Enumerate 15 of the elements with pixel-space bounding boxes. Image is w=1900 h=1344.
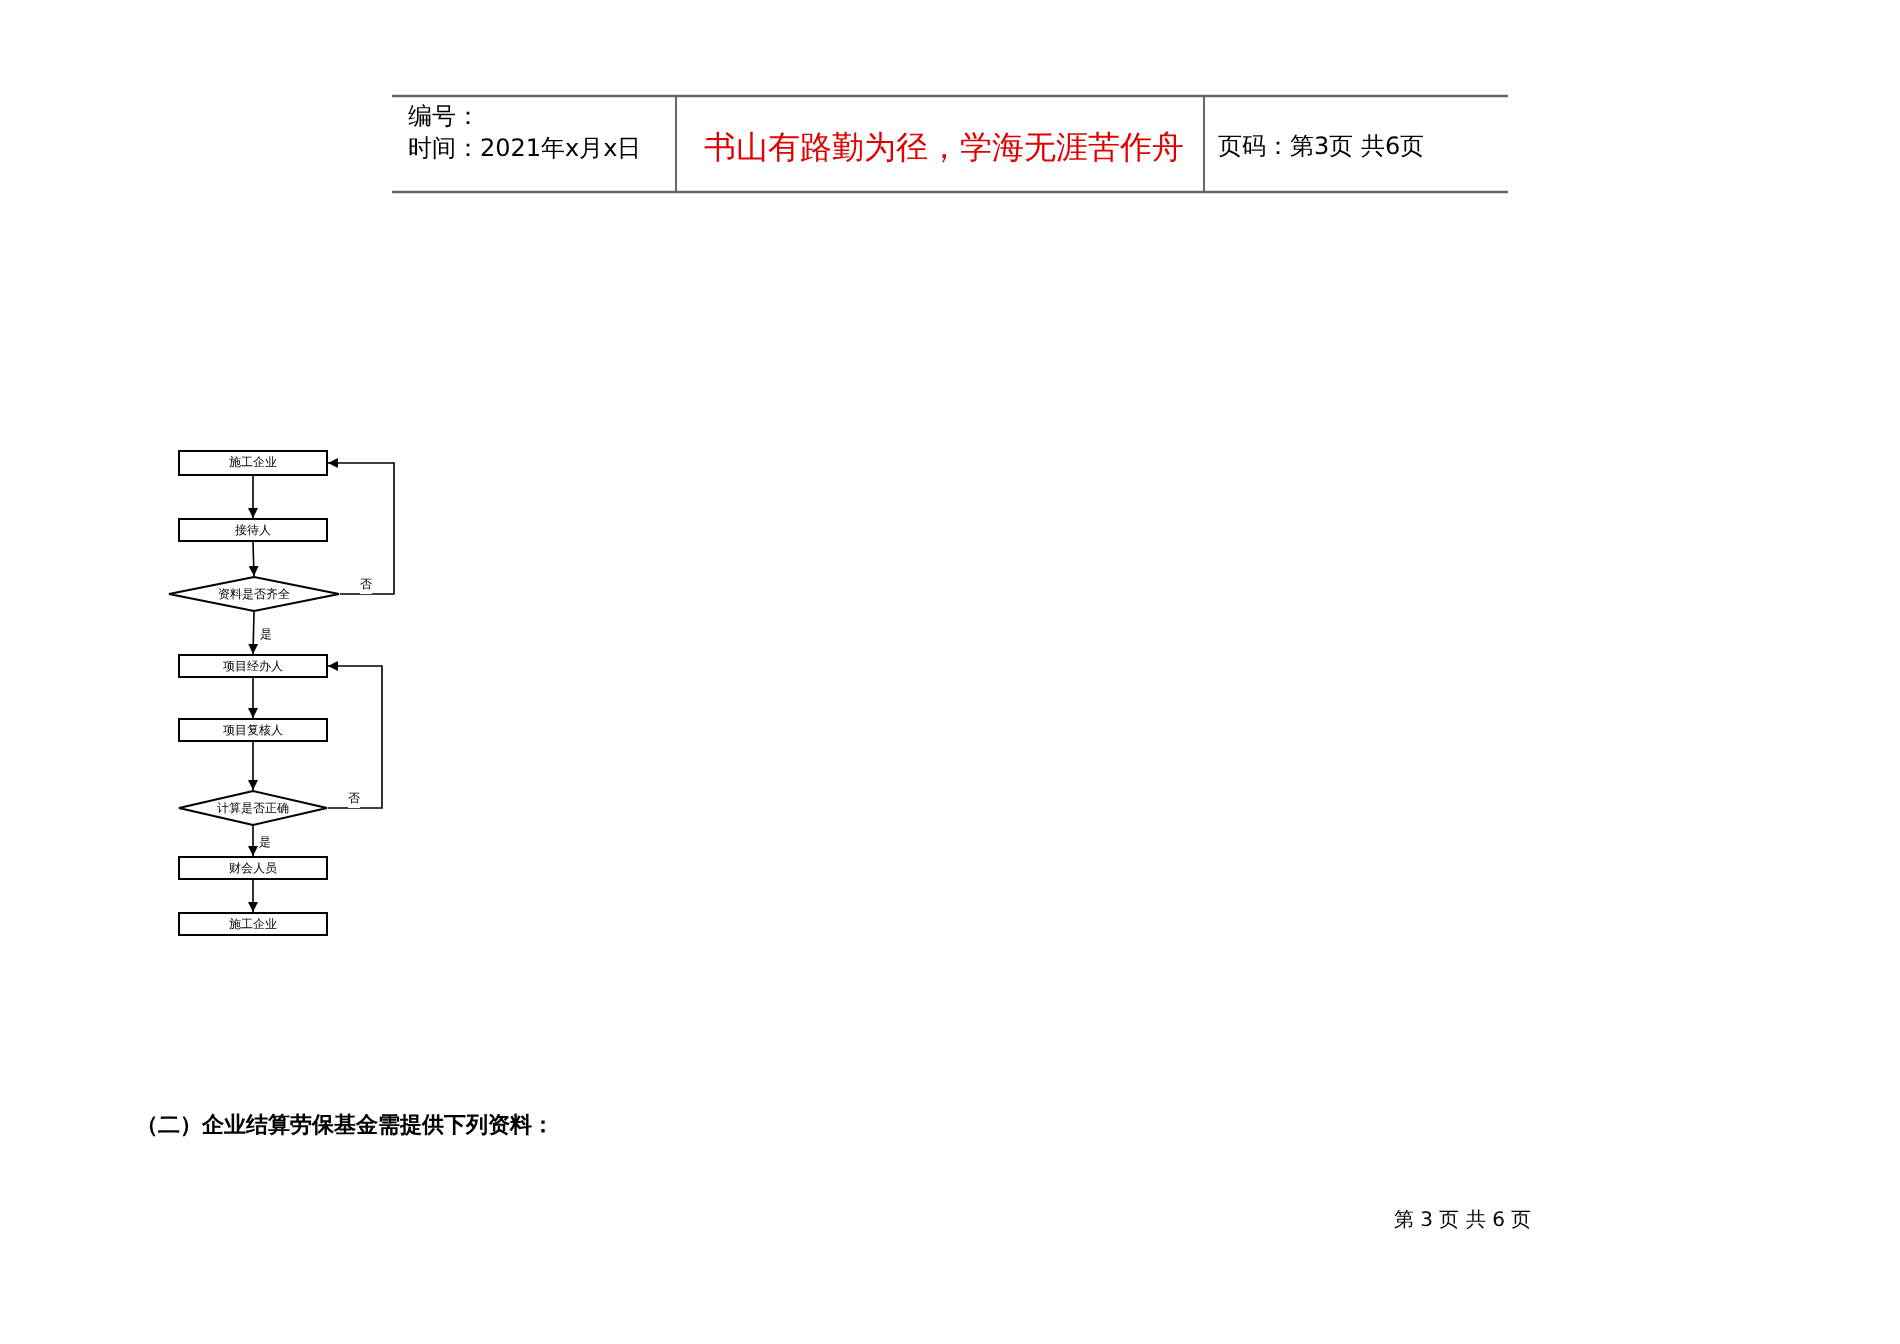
arrow	[327, 661, 383, 809]
page-footer: 第 3 页 共 6 页	[1394, 1206, 1532, 1234]
arrow	[248, 611, 259, 655]
arrow	[248, 475, 258, 519]
header-text: 编号：	[408, 100, 480, 134]
arrow	[248, 677, 258, 719]
arrow	[327, 458, 395, 595]
header-text: 时间：2021年x月x日	[408, 132, 642, 166]
page-number-text: 页码：第3页 共6页	[1218, 130, 1425, 164]
slogan-text: 书山有路勤为径，学海无涯苦作舟	[704, 128, 1184, 170]
section-heading: （二）企业结算劳保基金需提供下列资料：	[136, 1110, 554, 1140]
arrow	[248, 825, 258, 857]
arrow	[248, 879, 258, 913]
arrow	[248, 541, 259, 577]
arrow	[248, 741, 258, 791]
